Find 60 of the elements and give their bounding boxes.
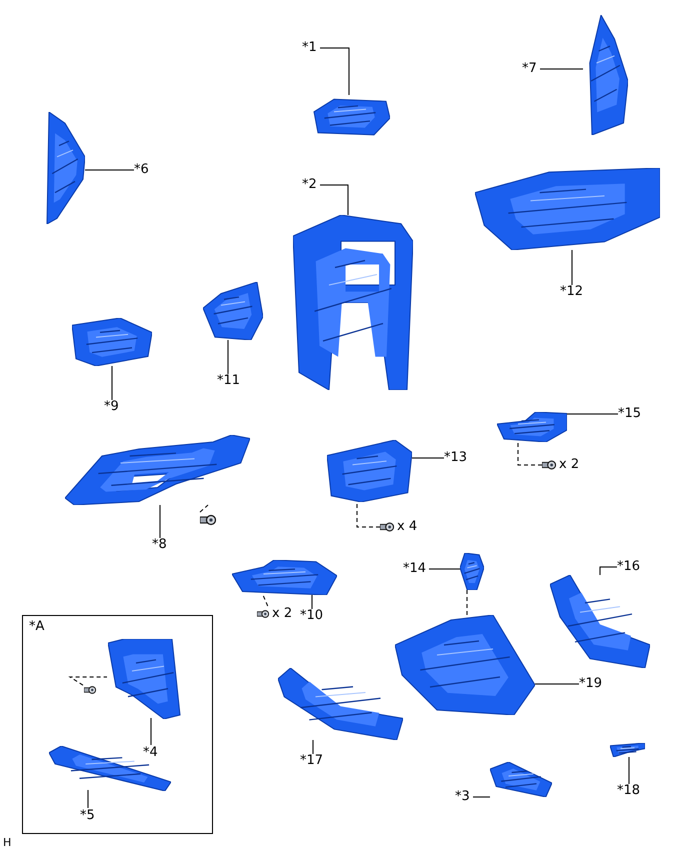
callout-label: *A <box>29 620 44 633</box>
leader-line <box>472 796 490 798</box>
audio-unit-drawing <box>327 440 412 502</box>
sheet-code: H <box>3 837 12 848</box>
quantity-label: x 2 <box>272 607 292 620</box>
leader-line <box>428 568 460 570</box>
callout-number: *11 <box>217 374 243 388</box>
leader-line <box>312 740 314 754</box>
dashed-leader-line <box>200 504 208 513</box>
bracket-drawing <box>232 560 337 595</box>
callout-number: *18 <box>617 784 643 798</box>
leader-line <box>628 756 630 784</box>
air-vent-drawing <box>72 318 152 366</box>
callout-number: *19 <box>579 677 605 691</box>
callout-number: *10 <box>300 609 326 623</box>
callout-number: *17 <box>300 754 326 768</box>
detail-frame <box>22 615 213 834</box>
dashed-leader-line <box>356 502 380 528</box>
leader-line <box>320 184 348 216</box>
callout-number: *2 <box>302 178 320 192</box>
leader-line <box>600 566 618 576</box>
dashed-leader-line <box>262 594 268 606</box>
callout-number: *4 <box>143 746 161 760</box>
switch-base-drawing <box>497 412 567 442</box>
trim-part-drawing <box>610 743 645 757</box>
lower-panel-drawing <box>65 435 250 505</box>
center-panel-drawing <box>293 215 413 390</box>
callout-number: *16 <box>617 560 643 574</box>
leader-line <box>320 48 350 96</box>
quantity-label: x 2 <box>559 458 580 471</box>
trim-part-drawing <box>550 575 650 668</box>
callout-number: *5 <box>80 809 98 823</box>
bolt-drawing <box>380 520 394 534</box>
dashed-leader-line <box>518 442 542 466</box>
quantity-label: x 4 <box>397 520 418 533</box>
callout-number: *6 <box>134 163 152 177</box>
shift-knob-drawing <box>460 553 484 590</box>
bolt-drawing <box>542 458 556 472</box>
callout-number: *13 <box>444 451 470 465</box>
trim-part-drawing <box>490 762 552 797</box>
trim-part-drawing <box>45 112 85 224</box>
trim-part-drawing <box>203 282 263 340</box>
callout-number: *1 <box>302 41 320 55</box>
glove-box-drawing <box>475 168 660 250</box>
scuff-plate-drawing <box>49 746 171 791</box>
leader-line <box>150 718 152 746</box>
callout-number: *8 <box>152 538 170 552</box>
dashed-leader-line <box>68 676 108 686</box>
callout-number: *3 <box>455 790 473 804</box>
dashed-leader-line <box>466 590 468 616</box>
console-box-drawing <box>395 615 535 715</box>
callout-number: *12 <box>560 285 586 299</box>
callout-number: *7 <box>522 62 540 76</box>
callout-number: *15 <box>618 407 644 421</box>
trim-part-drawing <box>278 668 403 740</box>
callout-number: *9 <box>104 400 122 414</box>
bolt-drawing <box>200 512 216 528</box>
leader-line <box>540 68 584 70</box>
callout-number: *14 <box>403 562 429 576</box>
bolt-drawing <box>84 684 96 696</box>
